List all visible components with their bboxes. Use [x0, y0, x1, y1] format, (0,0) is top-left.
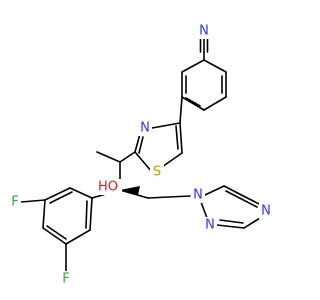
- aryl-double-bond: [46, 225, 67, 240]
- triazole-n4: N: [259, 203, 273, 219]
- thiazole-bond: [179, 122, 183, 154]
- aryl-bond: [203, 96, 227, 111]
- chain-triazole-bond: [147, 195, 191, 199]
- aryl-bond: [65, 229, 91, 245]
- svg-text:N: N: [261, 204, 271, 219]
- triazole-bond: [200, 201, 208, 219]
- fluorine-para: F: [60, 271, 72, 287]
- stereo-wedge-bond: [120, 186, 140, 195]
- thiazole-bond: [134, 151, 153, 173]
- svg-text:F: F: [11, 195, 18, 210]
- triazole-double-bond: [225, 190, 258, 208]
- aryl-bond: [44, 187, 71, 201]
- aryl-bond: [42, 199, 46, 229]
- molecule-structure: N N S HO N N N F: [9, 23, 273, 287]
- triazole-bond: [204, 185, 225, 196]
- triazole-double-bond: [219, 219, 244, 224]
- aryl-double-bond: [85, 200, 88, 229]
- thiazole-nitrogen: N: [138, 120, 152, 136]
- triazole-bond: [243, 217, 261, 229]
- svg-text:N: N: [193, 188, 203, 203]
- svg-text:N: N: [205, 218, 215, 233]
- aryl-double-bond: [49, 191, 73, 204]
- aryl-bond: [181, 96, 205, 111]
- fluorine-ortho: F: [9, 194, 21, 210]
- triazole-bond: [223, 185, 262, 206]
- svg-text:S: S: [153, 165, 161, 180]
- svg-text:F: F: [62, 272, 69, 287]
- aryl-bond: [69, 187, 93, 199]
- nitrile-nitrogen: N: [197, 23, 211, 39]
- aryl-fluorine-bond: [20, 199, 46, 203]
- chain-bond: [119, 189, 149, 199]
- triazole-n2: N: [203, 217, 217, 233]
- chain-bond: [119, 151, 136, 163]
- svg-text:N: N: [199, 24, 209, 39]
- thiazole-double-bond: [138, 136, 144, 154]
- aryl-thiazole-bond: [179, 96, 183, 124]
- svg-text:HO: HO: [98, 180, 118, 195]
- atom-layer: N N S HO N N N F: [9, 23, 273, 287]
- hydroxyl-group: HO: [94, 179, 122, 195]
- methyl-bond: [96, 151, 121, 163]
- aryl-bond: [181, 59, 205, 73]
- aryl-bond: [203, 59, 227, 73]
- aryl-double-bond: [185, 97, 201, 107]
- thiazole-double-bond: [175, 125, 179, 150]
- thiazole-bond: [151, 122, 181, 129]
- triazole-bond: [216, 224, 245, 229]
- thiazole-bond: [134, 133, 141, 153]
- aryl-bond: [89, 197, 93, 231]
- bond-layer: [20, 37, 262, 272]
- svg-text:N: N: [140, 121, 150, 136]
- thiazole-bond: [161, 152, 183, 168]
- triazole-n1: N: [191, 187, 205, 203]
- aryl-bond: [42, 227, 67, 245]
- thiazole-sulfur: S: [150, 164, 164, 180]
